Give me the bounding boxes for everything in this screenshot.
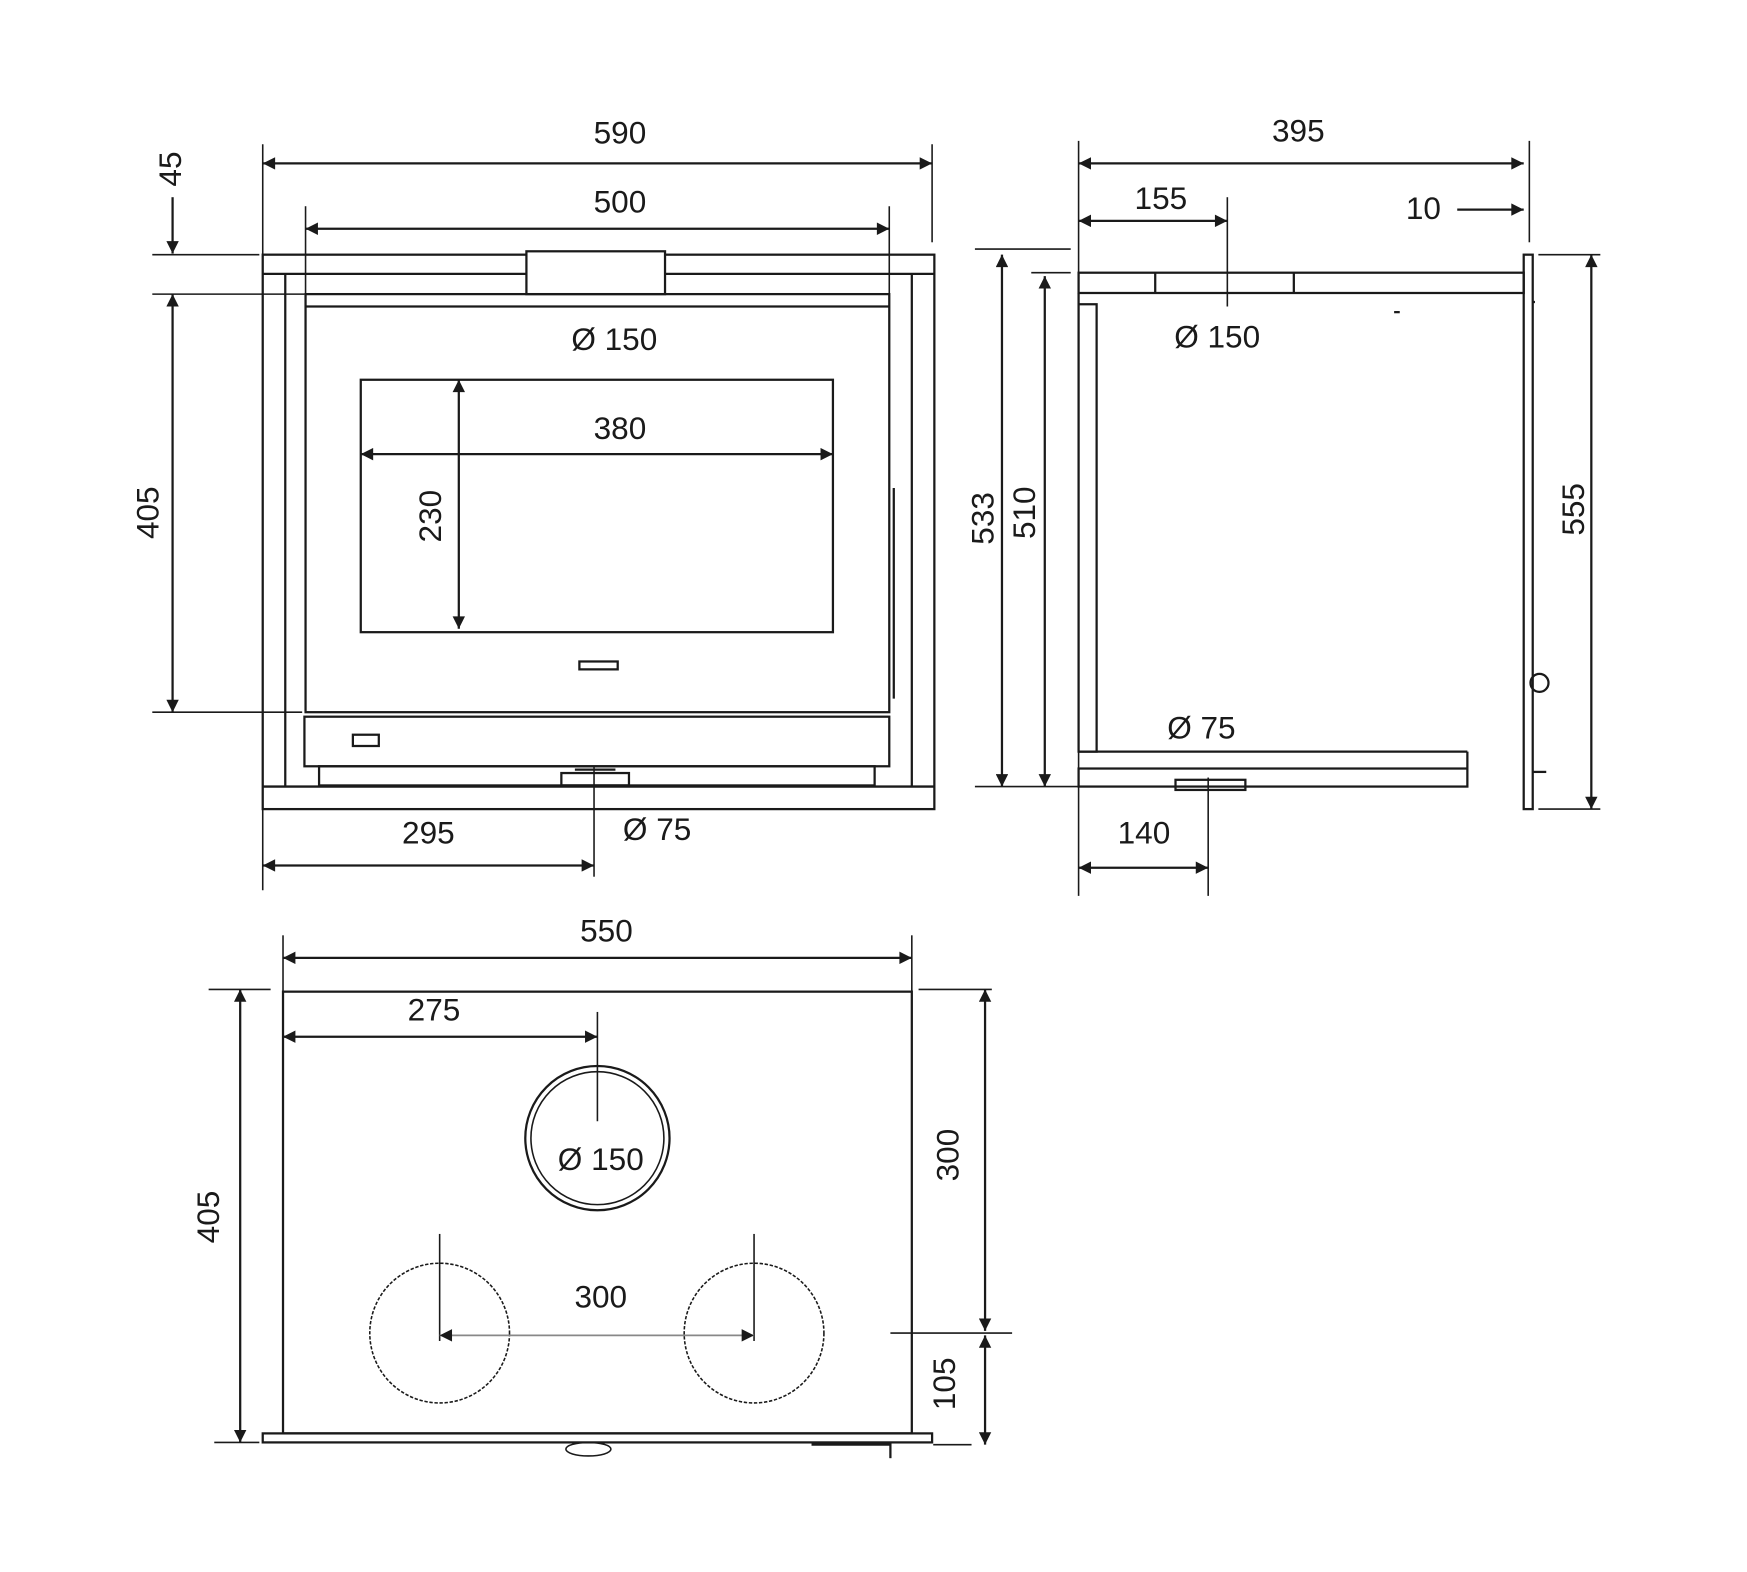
flue-collar-inner — [530, 1070, 665, 1206]
glass-window — [359, 378, 835, 634]
label-275: 275 — [408, 991, 461, 1027]
bottom-air-inlet — [565, 1441, 612, 1457]
label-555: 555 — [1555, 483, 1591, 536]
label-side-air-75: Ø 75 — [1167, 710, 1235, 746]
label-295: 295 — [402, 814, 455, 850]
label-395: 395 — [1272, 112, 1325, 148]
label-air-75: Ø 75 — [623, 811, 691, 847]
label-105: 105 — [926, 1357, 962, 1410]
label-155: 155 — [1135, 180, 1188, 216]
label-380: 380 — [594, 410, 647, 446]
side-view: 395 155 10 Ø 150 533 510 555 Ø 75 140 — [964, 112, 1601, 896]
label-side-flue-150: Ø 150 — [1174, 319, 1260, 355]
side-dimension-lines — [995, 157, 1598, 874]
label-230: 230 — [412, 490, 448, 543]
side-extension-lines — [974, 140, 1601, 896]
label-10: 10 — [1406, 190, 1441, 226]
label-590: 590 — [594, 115, 647, 151]
front-view: 590 500 45 405 Ø 150 380 230 295 Ø 75 — [129, 115, 936, 891]
label-405: 405 — [129, 486, 165, 539]
side-body — [1077, 253, 1550, 811]
label-flue-150: Ø 150 — [571, 321, 657, 357]
label-outlet-300: 300 — [574, 1279, 627, 1315]
label-550: 550 — [580, 912, 633, 948]
side-knob — [1529, 672, 1550, 694]
label-533: 533 — [964, 492, 1000, 545]
top-dimension-lines — [233, 951, 992, 1445]
label-top-300: 300 — [929, 1129, 965, 1182]
label-140: 140 — [1118, 814, 1171, 850]
side-air-inlet-75 — [1174, 778, 1247, 792]
label-top-405: 405 — [190, 1191, 226, 1244]
flue-collar-outer — [524, 1064, 671, 1212]
top-view: 550 275 Ø 150 405 300 300 105 — [190, 912, 1013, 1459]
label-500: 500 — [594, 183, 647, 219]
front-dimension-lines — [166, 157, 933, 872]
label-510: 510 — [1006, 486, 1042, 539]
top-body — [261, 990, 934, 1459]
front-body — [303, 292, 895, 787]
door-handle — [578, 660, 619, 671]
label-top-flue-150: Ø 150 — [558, 1141, 644, 1177]
front-panel — [1522, 253, 1534, 811]
air-inlet-75 — [560, 771, 631, 787]
top-extension-lines — [208, 935, 1013, 1446]
ash-drawer — [303, 715, 891, 768]
label-45: 45 — [152, 151, 188, 186]
